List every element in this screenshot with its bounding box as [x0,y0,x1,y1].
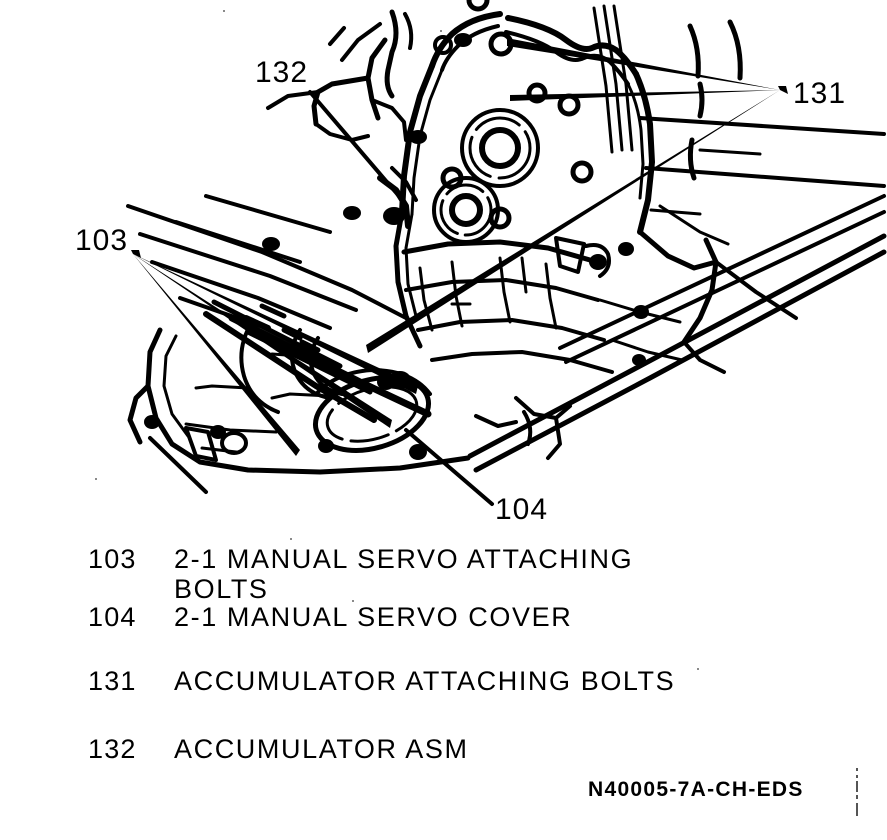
legend-number: 131 [88,666,137,696]
drawing-linework [126,0,887,494]
legend-label: 2-1 MANUAL SERVO COVER [174,602,573,632]
scan-speck [440,30,442,32]
callout-131: 131 [793,77,846,110]
scan-speck [223,10,225,12]
page-edge-tick-mark [856,768,858,816]
callout-labels: 132 131 103 104 [75,56,846,526]
scan-speck [290,538,292,540]
callout-103: 103 [75,224,128,257]
legend-row: 104 2-1 MANUAL SERVO COVER [88,602,572,632]
legend-row: 103 2-1 MANUAL SERVO ATTACHING BOLTS [88,544,633,604]
leader-lines [308,90,494,506]
leader-104 [404,428,494,506]
legend-label: ACCUMULATOR ASM [174,734,469,764]
callout-104: 104 [495,493,548,526]
technical-illustration: 132 131 103 104 [75,0,887,526]
legend-row: 131 ACCUMULATOR ATTACHING BOLTS [88,666,675,696]
legend-label: ACCUMULATOR ATTACHING BOLTS [174,666,676,696]
leader-fan-103 [131,250,418,456]
document-code: N40005-7A-CH-EDS [588,778,804,801]
parts-legend: 103 2-1 MANUAL SERVO ATTACHING BOLTS 104… [0,530,887,780]
leader-fan-131 [366,38,788,353]
scan-speck [352,600,354,602]
legend-number: 103 [88,544,137,574]
scan-speck [95,478,97,480]
legend-number: 104 [88,602,137,632]
legend-row: 132 ACCUMULATOR ASM [88,734,469,764]
leader-132 [308,90,406,204]
callout-132: 132 [255,56,308,89]
legend-label: 2-1 MANUAL SERVO ATTACHING BOLTS [174,544,634,604]
legend-number: 132 [88,734,137,764]
scan-speck [697,668,699,670]
